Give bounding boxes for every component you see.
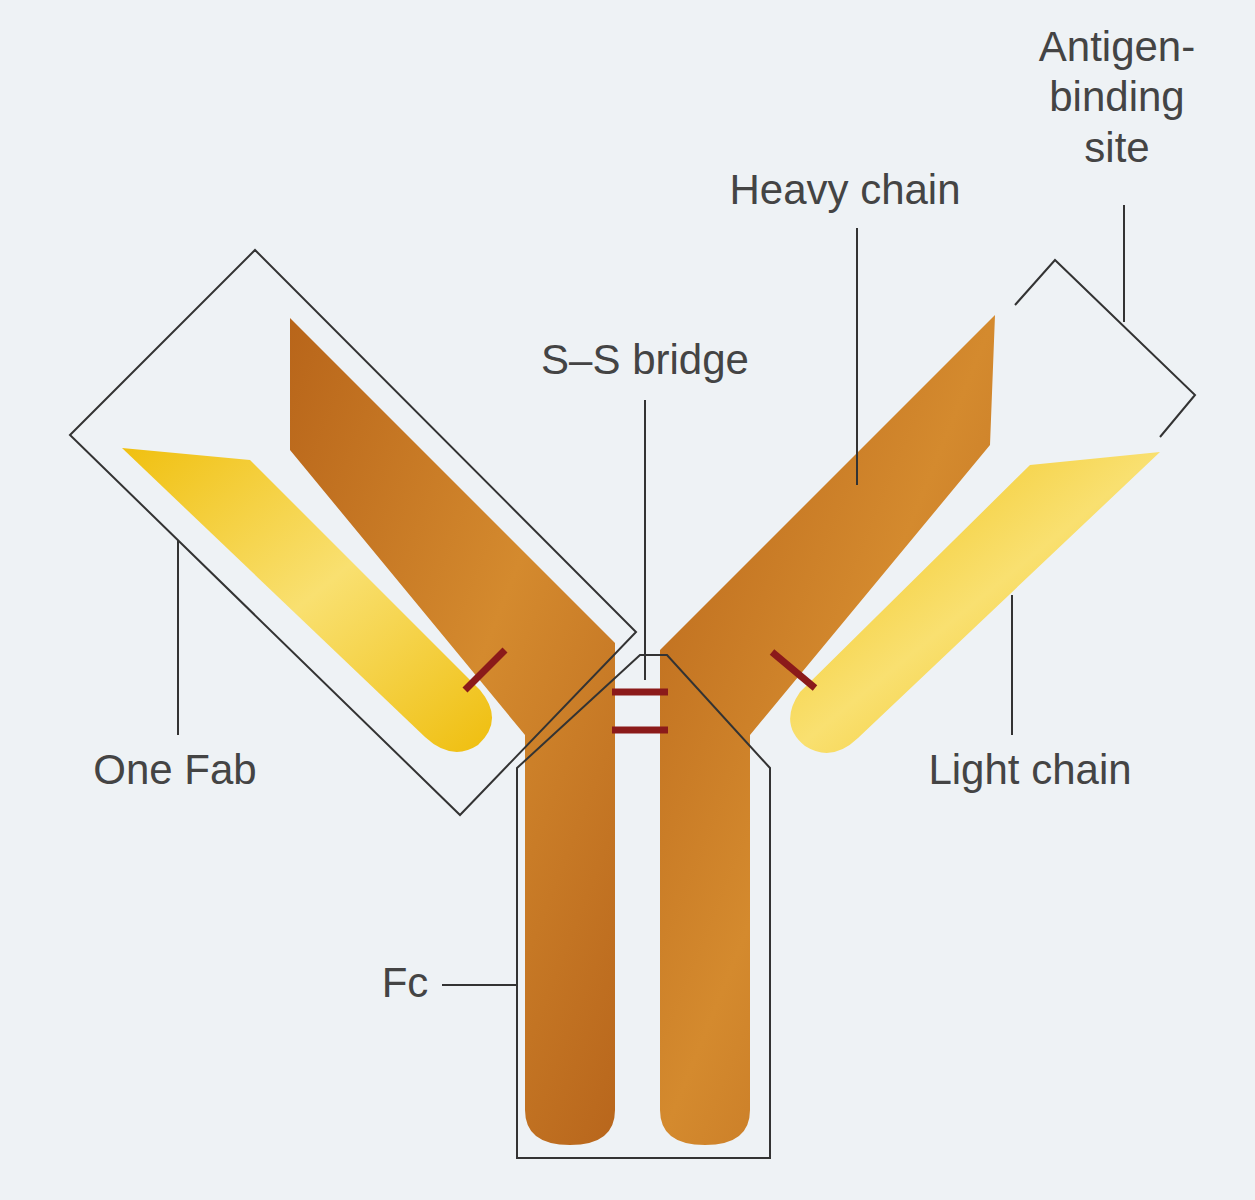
disulfide-bonds — [465, 650, 815, 730]
leader-line — [856, 228, 858, 485]
leader-line — [1123, 205, 1125, 322]
fc-box — [517, 655, 770, 1158]
light-chain-left — [122, 448, 492, 752]
part-label: Fc — [382, 958, 429, 1008]
light-chain-right — [790, 452, 1160, 753]
leader-line — [644, 400, 646, 680]
part-label: Antigen-binding site — [1012, 22, 1222, 173]
part-label: S–S bridge — [541, 335, 749, 385]
leader-line — [177, 540, 179, 735]
part-label: Heavy chain — [729, 165, 960, 215]
fab-box — [70, 250, 636, 815]
leader-line — [1011, 595, 1013, 735]
part-label: Light chain — [928, 745, 1131, 795]
leader-line — [442, 984, 517, 986]
part-label: One Fab — [93, 745, 256, 795]
antigen-site-bracket — [1015, 260, 1195, 437]
